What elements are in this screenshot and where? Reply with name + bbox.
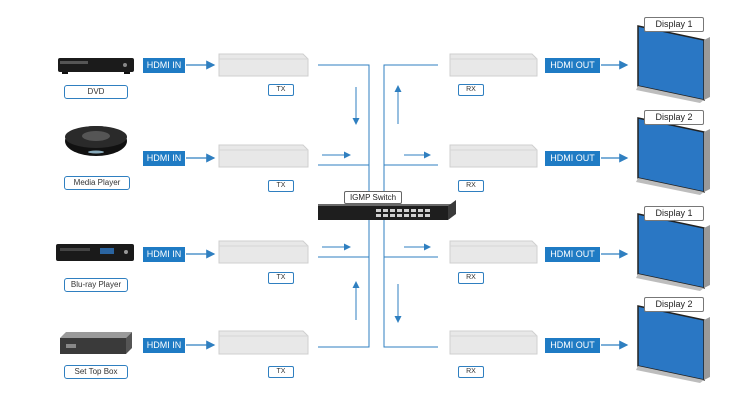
display-label-2: Display 2 [644,110,704,125]
bluray-player-icon [56,244,134,261]
set-top-box-icon [60,332,132,354]
tx-network-links [318,64,370,348]
rx-network-links [383,64,438,348]
source-label-set-top-box: Set Top Box [64,365,128,379]
display-label-4: Display 2 [644,297,704,312]
source-label-dvd: DVD [64,85,128,99]
hdmi-out-badge-1: HDMI OUT [545,58,600,73]
rx-label-2: RX [458,180,484,192]
tx-unit-4 [218,330,309,355]
display-screen-3 [636,213,710,291]
rx-label-4: RX [458,366,484,378]
media-player-icon [65,126,127,156]
igmp-switch-icon [318,200,456,220]
display-label-1: Display 1 [644,17,704,32]
rx-unit-1 [449,53,538,77]
display-screen-1 [636,25,710,103]
rx-unit-2 [449,144,538,168]
tx-unit-1 [218,53,309,77]
hdmi-out-arrows [601,60,629,350]
tx-unit-2 [218,144,309,168]
rx-unit-3 [449,240,538,264]
hdmi-in-badge-4: HDMI IN [143,338,185,353]
hdmi-in-arrows [186,60,216,350]
tx-label-1: TX [268,84,294,96]
display-label-3: Display 1 [644,206,704,221]
tx-unit-3 [218,240,309,264]
display-screen-4 [636,305,710,383]
hdmi-out-badge-4: HDMI OUT [545,338,600,353]
tx-label-3: TX [268,272,294,284]
tx-label-4: TX [268,366,294,378]
hdmi-out-badge-2: HDMI OUT [545,151,600,166]
hdmi-in-badge-3: HDMI IN [143,247,185,262]
source-label-media-player: Media Player [64,176,130,190]
switch-label: IGMP Switch [344,191,402,204]
rx-unit-4 [449,330,538,355]
rx-label-1: RX [458,84,484,96]
hdmi-in-badge-2: HDMI IN [143,151,185,166]
rx-label-3: RX [458,272,484,284]
hdmi-out-badge-3: HDMI OUT [545,247,600,262]
display-screen-2 [636,117,710,195]
dvd-player-icon [58,58,134,74]
tx-label-2: TX [268,180,294,192]
source-label-bluray-player: Blu-ray Player [64,278,128,292]
hdmi-in-badge-1: HDMI IN [143,58,185,73]
